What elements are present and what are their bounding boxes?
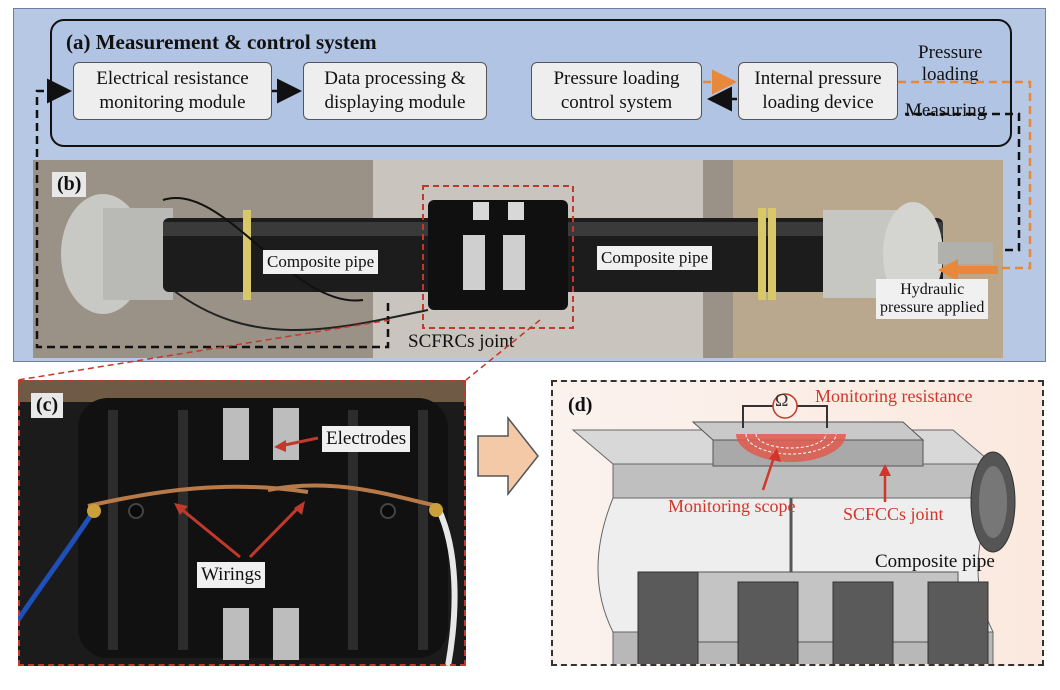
zoom-line-right [465, 319, 541, 381]
label-line: Pressure [918, 42, 983, 63]
panel-b-letter: (b) [52, 172, 87, 197]
label-line: Hydraulic [900, 281, 965, 298]
joint-closeup-photo [18, 380, 466, 666]
test-rig-illustration [33, 160, 1003, 358]
omega-symbol: Ω [775, 390, 789, 410]
hydraulic-label: Hydraulic pressure applied [876, 279, 989, 319]
test-rig-photo [33, 160, 1003, 358]
joint-label: SCFRCs joint [408, 331, 515, 352]
module-line: Internal pressure [754, 68, 882, 89]
panel-d-letter: (d) [568, 394, 593, 416]
label-line: loading [921, 64, 979, 85]
monitoring-resistance-label: Monitoring resistance [815, 386, 973, 406]
measuring-label: Measuring [905, 100, 987, 121]
module-line: Pressure loading [553, 68, 680, 89]
composite-pipe-label: Composite pipe [875, 551, 995, 572]
electrodes-label: Electrodes [322, 426, 411, 452]
left-pipe-label: Composite pipe [263, 250, 379, 274]
resistance-monitoring-module: Electrical resistance monitoring module [73, 62, 272, 120]
joint-schematic [571, 393, 1016, 664]
monitoring-scope-label: Monitoring scope [668, 496, 796, 516]
module-line: displaying module [324, 92, 466, 113]
joint-closeup-illustration [18, 380, 466, 666]
module-line: Data processing & [324, 68, 466, 89]
transition-arrow [477, 415, 539, 497]
photo-c-frame [18, 380, 466, 666]
wirings-label: Wirings [197, 562, 266, 588]
zoom-line-left [17, 319, 391, 381]
module-line: control system [560, 92, 673, 113]
pressure-control-module: Pressure loading control system [531, 62, 702, 120]
pressure-loading-label: Pressure loading [918, 42, 982, 86]
joint-schematic-panel [551, 380, 1044, 666]
measuring-line [905, 112, 1021, 252]
pressure-loading-line [898, 80, 1032, 270]
module-line: Electrical resistance [96, 68, 249, 89]
data-processing-module: Data processing & displaying module [303, 62, 487, 120]
panel-a-title: (a) Measurement & control system [66, 30, 377, 54]
module-line: loading device [762, 92, 874, 113]
pressure-loading-device: Internal pressure loading device [738, 62, 898, 120]
right-pipe-label: Composite pipe [597, 246, 713, 270]
joint-to-monitor-line [35, 78, 390, 349]
scfccs-joint-label: SCFCCs joint [843, 504, 944, 524]
panel-c-letter: (c) [31, 393, 64, 418]
module-line: monitoring module [99, 92, 246, 113]
label-line: pressure applied [880, 299, 985, 316]
